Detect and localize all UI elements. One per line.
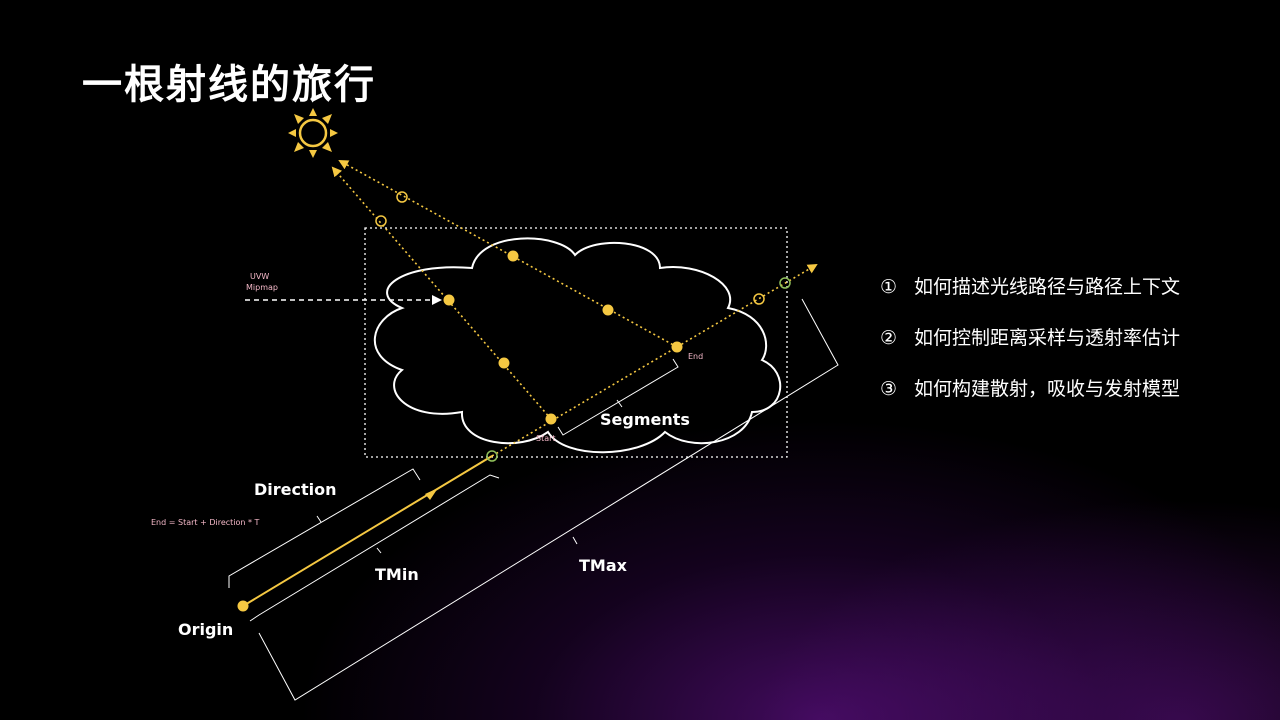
tmin-label: TMin: [375, 565, 419, 584]
hollow-markers: [375, 191, 791, 462]
braces: [228, 298, 839, 701]
sample-point: [507, 250, 519, 262]
tmax-label: TMax: [579, 556, 628, 575]
end-label: End: [688, 352, 703, 361]
mipmap-label: Mipmap: [246, 283, 278, 292]
shadow-sample-marker: [396, 191, 408, 203]
point-number: ①: [880, 276, 898, 298]
origin-label: Origin: [178, 620, 233, 639]
direction-brace: [228, 468, 421, 588]
point-text: 如何描述光线路径与路径上下文: [914, 276, 1181, 298]
start-point: [545, 413, 557, 425]
shadow-ray-1: [331, 166, 552, 420]
key-points-list: ① 如何描述光线路径与路径上下文 ② 如何控制距离采样与透射率估计 ③ 如何构建散射，…: [880, 272, 1180, 425]
tmin-brace: [249, 474, 500, 622]
direction-label: Direction: [254, 480, 337, 499]
sample-point: [498, 357, 510, 369]
sample-point: [443, 294, 455, 306]
point-number: ③: [880, 378, 898, 400]
tmin-marker: [486, 450, 498, 462]
start-label: Start: [536, 434, 556, 443]
key-point-1: ① 如何描述光线路径与路径上下文: [880, 272, 1180, 298]
point-text: 如何控制距离采样与透射率估计: [914, 327, 1181, 349]
formula-label: End = Start + Direction * T: [151, 518, 260, 527]
shadow-sample-marker: [375, 215, 387, 227]
key-point-3: ③ 如何构建散射，吸收与发射模型: [880, 374, 1180, 400]
cloud-outline: [373, 237, 782, 454]
segments-label: Segments: [600, 410, 690, 429]
tmax-marker: [779, 277, 791, 289]
direction-arrowhead: [425, 488, 438, 500]
shadow-ray-2: [338, 160, 678, 348]
sample-point: [602, 304, 614, 316]
key-point-2: ② 如何控制距离采样与透射率估计: [880, 323, 1180, 349]
primary-ray-solid: [242, 455, 493, 607]
slide-title: 一根射线的旅行: [82, 62, 376, 108]
box-exit-marker: [753, 293, 765, 305]
uvw-label: UVW: [250, 272, 269, 281]
tmax-brace: [258, 298, 839, 701]
origin-point: [237, 600, 249, 612]
point-number: ②: [880, 327, 898, 349]
sample-points: [237, 250, 683, 612]
segments-brace: [557, 358, 679, 436]
point-text: 如何构建散射，吸收与发射模型: [914, 378, 1181, 400]
sun-icon: [288, 108, 338, 158]
volume-bounding-box: [364, 227, 788, 458]
end-point: [671, 341, 683, 353]
